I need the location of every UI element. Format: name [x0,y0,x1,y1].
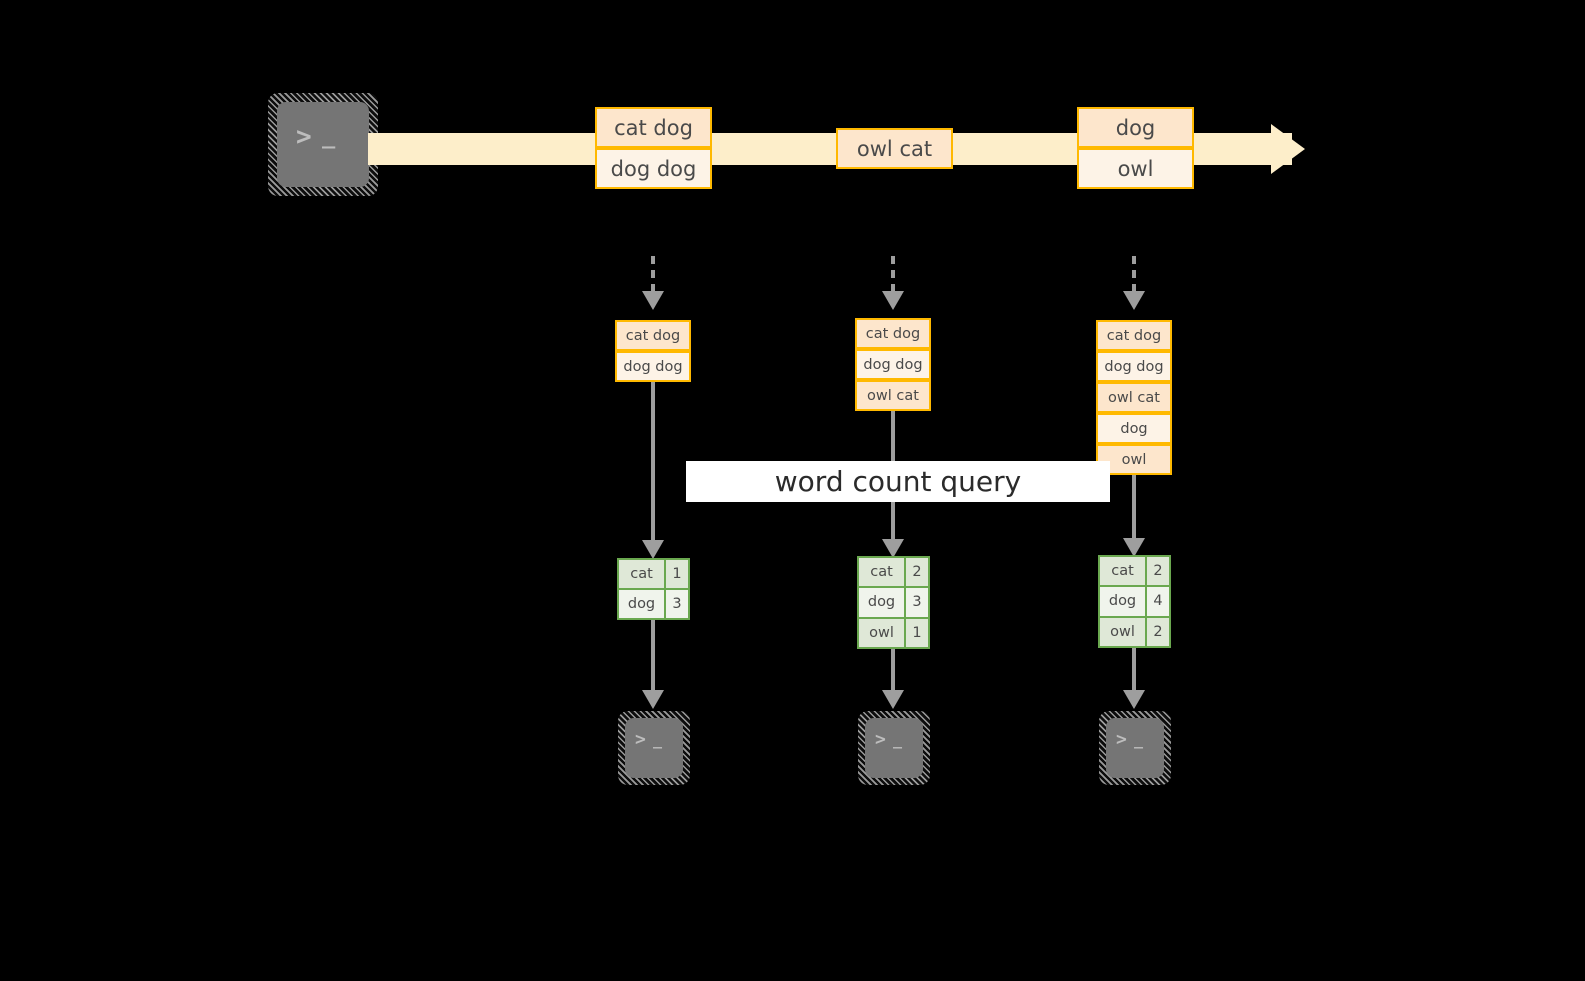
terminal-cursor-icon: _ [1134,731,1144,749]
query-banner: word count query [686,461,1110,502]
query-connector-line [1132,475,1136,548]
terminal-prompt-chevron-icon: > [296,122,313,152]
result-key: cat [1100,557,1147,586]
table-row: owl 1 [859,618,928,647]
table-row: dog 3 [859,588,928,619]
input-record: cat dog [615,320,691,351]
terminal-face [1106,718,1164,778]
result-key: dog [859,588,906,617]
terminal-cursor-icon: _ [322,124,336,149]
result-table: cat 2 dog 3 owl 1 [857,556,930,649]
result-value: 1 [906,618,928,647]
trigger-tick-line [891,256,895,292]
result-key: dog [1100,587,1147,616]
table-row: cat 1 [619,560,688,590]
trigger-tick-arrowhead [1123,291,1145,310]
result-table: cat 2 dog 4 owl 2 [1098,555,1171,648]
stream-record: owl cat [836,128,953,169]
table-row: dog 3 [619,590,688,618]
stream-record: cat dog [595,107,712,148]
result-value: 4 [1147,587,1169,616]
event-stream-arrow-head [1271,124,1305,174]
result-value: 2 [1147,557,1169,586]
sink-connector-arrowhead [882,690,904,709]
trigger-tick-arrowhead [642,291,664,310]
stream-record: dog [1077,107,1194,148]
result-value: 2 [906,558,928,587]
query-connector-line [651,382,655,550]
result-value: 2 [1147,617,1169,646]
input-record: cat dog [1096,320,1172,351]
terminal-cursor-icon: _ [893,731,903,749]
result-key: cat [619,560,666,588]
table-row: cat 2 [1100,557,1169,588]
stream-record: dog dog [595,148,712,189]
terminal-face [865,718,923,778]
result-value: 1 [666,560,688,588]
input-record: cat dog [855,318,931,349]
terminal-prompt-chevron-icon: > [1116,729,1128,750]
sink-connector-line [651,620,655,698]
terminal-cursor-icon: _ [653,731,663,749]
table-row: owl 2 [1100,617,1169,646]
trigger-tick-line [1132,256,1136,292]
result-table: cat 1 dog 3 [617,558,690,620]
input-record: dog dog [615,351,691,382]
table-row: dog 4 [1100,587,1169,618]
input-record: owl cat [1096,382,1172,413]
query-banner-label: word count query [774,465,1022,498]
result-key: cat [859,558,906,587]
terminal-prompt-chevron-icon: > [635,729,647,750]
trigger-tick-arrowhead [882,291,904,310]
input-record: dog dog [1096,351,1172,382]
result-value: 3 [906,588,928,617]
sink-terminal-icon: > _ [618,711,690,785]
input-record: dog dog [855,349,931,380]
input-record: dog [1096,413,1172,444]
terminal-prompt-chevron-icon: > [875,729,887,750]
input-record: owl cat [855,380,931,411]
trigger-tick-line [651,256,655,292]
result-key: dog [619,590,666,618]
stream-record: owl [1077,148,1194,189]
result-key: owl [1100,617,1147,646]
sink-connector-line [891,649,895,698]
sink-connector-arrowhead [1123,690,1145,709]
sink-connector-arrowhead [642,690,664,709]
result-value: 3 [666,590,688,618]
result-key: owl [859,618,906,647]
terminal-face [625,718,683,778]
table-row: cat 2 [859,558,928,589]
sink-connector-line [1132,648,1136,698]
terminal-face [277,102,369,187]
query-connector-arrowhead [642,540,664,559]
source-terminal-icon: > _ [268,93,378,196]
query-connector-arrowhead [1123,538,1145,557]
sink-terminal-icon: > _ [858,711,930,785]
query-connector-arrowhead [882,539,904,558]
sink-terminal-icon: > _ [1099,711,1171,785]
